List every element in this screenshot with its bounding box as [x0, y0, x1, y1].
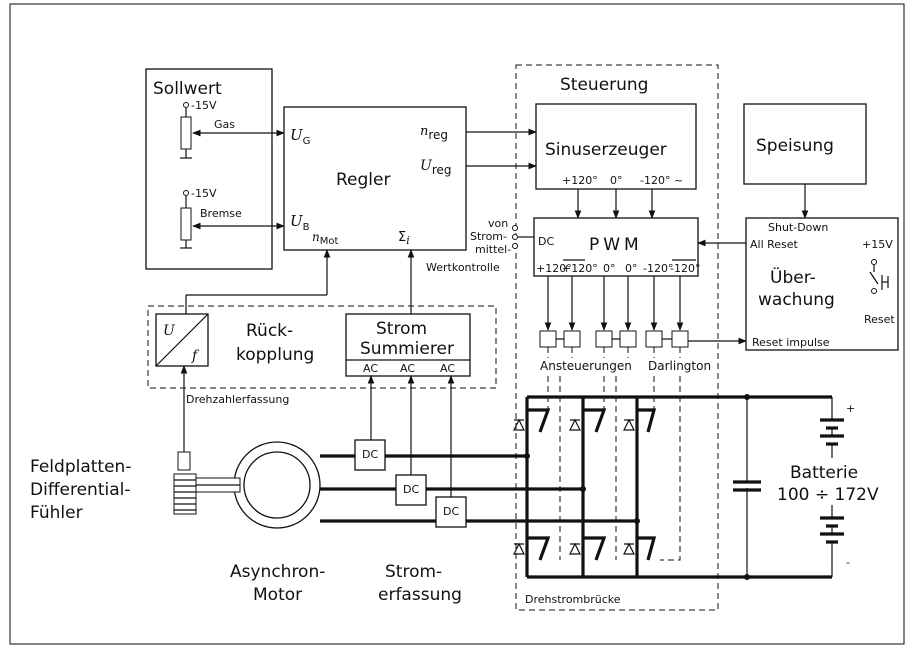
- batterie-minus: -: [846, 556, 850, 569]
- pwm-title: PWM: [589, 235, 643, 255]
- svg-text:Ureg: Ureg: [420, 158, 451, 177]
- sinus-phase-2: 0°: [610, 174, 623, 187]
- sinus-phase-1: +120°: [562, 174, 598, 187]
- sigma-sub: i: [406, 234, 410, 247]
- batterie: + - Batterie 100 ÷ 172V: [777, 397, 879, 577]
- sollwert-block: Sollwert -15V Gas -15V Bremse: [145, 68, 285, 270]
- ug-sub: G: [303, 136, 311, 147]
- svg-text:nMot: nMot: [312, 230, 338, 247]
- strom-ac-3: AC: [440, 362, 455, 375]
- von-line-3: mittel-: [475, 243, 511, 256]
- pwm-block: PWM DC +120° +120° 0° 0° -120° -120° von…: [426, 217, 700, 331]
- bremse-label: Bremse: [200, 207, 242, 220]
- pwm-out-5: -120°: [643, 262, 673, 275]
- sensor-dc-2: DC: [403, 483, 419, 496]
- feld-label-2: Differential-: [30, 480, 131, 500]
- strom-summierer-block: Strom Summierer AC AC AC: [345, 313, 471, 497]
- von-line-2: Strom-: [470, 230, 507, 243]
- strom-ac-1: AC: [363, 362, 378, 375]
- ub-sub: B: [303, 222, 310, 233]
- pwm-out-1: +120°: [536, 262, 572, 275]
- ureg-main: U: [420, 158, 433, 174]
- feld-label-3: Fühler: [30, 503, 83, 523]
- drehzahl-label: Drehzahlerfassung: [186, 393, 289, 406]
- nmot-sub: Mot: [320, 236, 339, 247]
- ansteuerungen-label: Ansteuerungen: [540, 359, 632, 373]
- asynchron-motor: [179, 441, 321, 529]
- svg-text:nreg: nreg: [420, 124, 448, 142]
- drehstrom-bruecke: [513, 394, 832, 580]
- bremse-potentiometer: [180, 207, 192, 241]
- sollwert-title: Sollwert: [153, 79, 222, 99]
- rueckkopplung-frame: [147, 305, 497, 389]
- strom-ac-2: AC: [400, 362, 415, 375]
- gas-potentiometer: [180, 116, 192, 150]
- ueberwachung-title-2: wachung: [758, 290, 835, 310]
- feld-label-1: Feldplatten-: [30, 457, 131, 477]
- rueckkopplung-block: U f Rück- kopplung Drehzahlerfassung: [155, 294, 327, 452]
- sollwert-v1: -15V: [191, 99, 217, 112]
- strom-label-2: erfassung: [378, 585, 462, 605]
- sensor-dc-1: DC: [362, 448, 378, 461]
- ueberwachung-title-1: Über-: [770, 266, 816, 288]
- sollwert-v2: -15V: [191, 187, 217, 200]
- von-line-1: von: [488, 217, 508, 230]
- page-frame: [9, 3, 905, 645]
- nreg-main: n: [420, 124, 428, 139]
- drehstrombruecke-label: Drehstrombrücke: [525, 593, 621, 606]
- feldplatten-sensor: [173, 451, 197, 515]
- ug-main: U: [290, 126, 304, 144]
- von-line-4: Wertkontrolle: [426, 261, 500, 274]
- sinuserzeuger-block: Sinuserzeuger +120° 0° -120° ~: [535, 103, 697, 219]
- darlington-drivers: Ansteuerungen Darlington: [539, 330, 747, 561]
- pwm-out-6: -120°: [670, 262, 700, 275]
- batterie-title: Batterie: [790, 463, 858, 483]
- batterie-range: 100 ÷ 172V: [777, 485, 879, 505]
- regler-block: Regler UG UB nreg Ureg nMot Σi: [283, 106, 537, 314]
- strom-title-2: Summierer: [360, 339, 454, 359]
- current-sensors: DC DC DC: [354, 439, 467, 528]
- svg-text:Σi: Σi: [398, 230, 410, 247]
- sinuserzeuger-title: Sinuserzeuger: [545, 140, 667, 160]
- pwm-dc: DC: [538, 235, 554, 248]
- pwm-out-2: +120°: [562, 262, 598, 275]
- strom-label-1: Strom-: [385, 562, 442, 582]
- steuerung-frame: [515, 64, 719, 611]
- reset-label: Reset: [864, 313, 895, 326]
- sigma-main: Σ: [398, 230, 406, 245]
- ueberwachung-block: Shut-Down All Reset Über- wachung +15V R…: [697, 217, 899, 351]
- darlington-label: Darlington: [648, 359, 711, 373]
- asyn-label-1: Asynchron-: [230, 562, 325, 582]
- rueck-title-2: kopplung: [236, 345, 314, 365]
- speisung-title: Speisung: [756, 136, 834, 156]
- resetimpulse-label: Reset impulse: [752, 336, 830, 349]
- batterie-plus: +: [846, 402, 855, 415]
- shutdown-label: Shut-Down: [768, 221, 828, 234]
- ub-main: U: [290, 212, 304, 230]
- uf-u: U: [163, 323, 176, 339]
- sinus-phase-3: -120° ~: [640, 174, 683, 187]
- allreset-label: All Reset: [750, 238, 799, 251]
- plus15-label: +15V: [862, 238, 893, 251]
- speisung-block: Speisung: [743, 103, 867, 219]
- ureg-sub: reg: [432, 163, 452, 177]
- pwm-out-4: 0°: [625, 262, 638, 275]
- pwm-out-3: 0°: [603, 262, 616, 275]
- nreg-sub: reg: [428, 128, 448, 142]
- uf-f: f: [191, 348, 200, 364]
- rueck-title-1: Rück-: [246, 321, 293, 341]
- svg-text:UB: UB: [290, 212, 310, 233]
- steuerung-title: Steuerung: [560, 75, 648, 95]
- svg-text:UG: UG: [290, 126, 310, 147]
- nmot-main: n: [312, 230, 320, 244]
- gas-label: Gas: [214, 118, 235, 131]
- strom-title-1: Strom: [376, 319, 427, 339]
- asyn-label-2: Motor: [253, 585, 302, 605]
- sensor-dc-3: DC: [443, 505, 459, 518]
- regler-title: Regler: [336, 170, 390, 190]
